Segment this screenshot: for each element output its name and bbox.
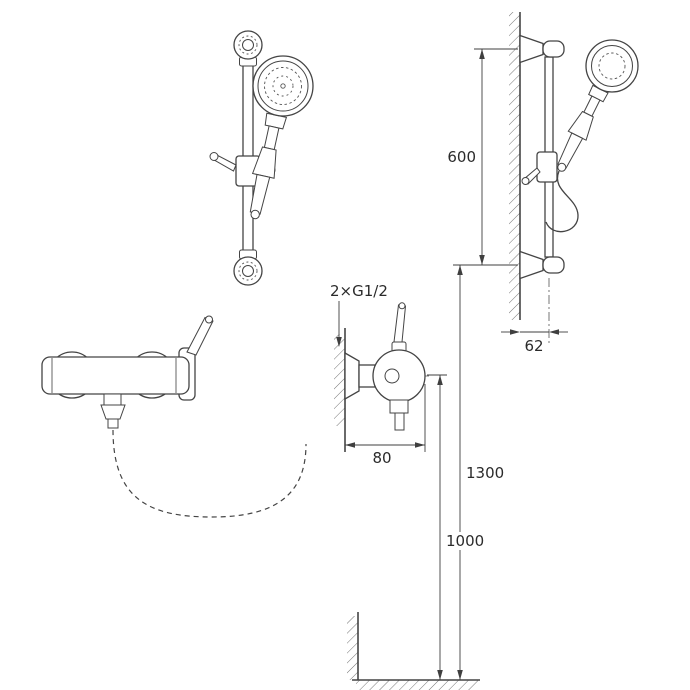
dim-1300-arrow-top: [457, 265, 463, 275]
dim-1000: 1000: [427, 374, 484, 680]
connection-leader-arrow: [336, 337, 342, 347]
mixer-side-lever: [393, 304, 407, 343]
mixer-lever-tip: [205, 315, 213, 324]
dim-1300-label: 1300: [466, 464, 504, 482]
dim-1000-arrow-bottom: [437, 670, 443, 680]
shower-head-spray-ring-outer: [264, 67, 302, 105]
mixer-outlet-nipple: [107, 418, 119, 429]
dim-1000-label-halo: [443, 532, 481, 550]
handle-cone-side: [567, 110, 594, 141]
dim-62-arrow-right: [549, 329, 559, 335]
shower-head-side-face: [591, 45, 633, 87]
dim-80-arrow-right: [415, 442, 425, 448]
dim-600-arrow-bottom: [479, 255, 485, 265]
mixer-side-lever-tip: [398, 302, 406, 310]
connection-callout: 2×G1/2: [330, 282, 388, 347]
floor-section: [347, 612, 480, 690]
dim-80-arrow-left: [345, 442, 355, 448]
handle-end-cap: [250, 209, 260, 220]
dim-600: 600: [447, 48, 518, 266]
handle-end-cap-side: [557, 162, 567, 172]
top-bracket-cap: [542, 40, 565, 58]
dim-80-label: 80: [372, 449, 391, 467]
dim-80: 80: [345, 384, 426, 467]
mixer-outlet: [103, 393, 122, 406]
top-bracket-cone: [519, 34, 544, 64]
mixer-outlet-cone: [100, 404, 126, 420]
shower-head-side-rim: [585, 39, 639, 93]
dim-1300-arrow-bottom: [457, 670, 463, 680]
mixer-front-view: [41, 315, 307, 518]
mixer-lever: [186, 316, 214, 356]
rail-bottom-flange-hub: [242, 265, 254, 277]
dim-1000-arrow-top: [437, 375, 443, 385]
rail-bottom-flange-ring: [238, 261, 258, 281]
dim-62-label: 62: [524, 337, 543, 355]
mixer-side-valve-detail: [384, 368, 400, 384]
connection-label: 2×G1/2: [330, 282, 388, 300]
mixer-side-nipple: [394, 412, 405, 431]
hand-shower-side-view: [545, 39, 639, 233]
slider-lever-knob: [209, 152, 219, 161]
rail-top-flange-ring: [238, 35, 258, 55]
dim-1000-label: 1000: [446, 532, 484, 550]
floor-wall-hatch: [347, 616, 358, 680]
slider-side: [536, 151, 558, 183]
mixer-side-outlet: [389, 399, 409, 414]
hand-shower-front-view: [249, 55, 314, 220]
mixer-hose-route-dashed: [112, 429, 307, 518]
dim-600-arrow-top: [479, 49, 485, 59]
wall-hatch: [509, 12, 520, 320]
slider-side-knob: [521, 177, 530, 185]
dim-1300: 1300: [457, 265, 504, 680]
handle-grip: [249, 173, 271, 215]
handle-neck: [263, 125, 280, 151]
bottom-bracket-cap: [542, 256, 565, 274]
handle-cone: [251, 146, 277, 179]
dim-62-arrow-left: [510, 329, 520, 335]
mixer-wall-hatch: [334, 334, 345, 426]
mixer-side-view: [334, 302, 432, 452]
rail-top-flange-hub: [242, 39, 254, 51]
shower-head-center: [280, 83, 286, 89]
shower-head-rim: [252, 55, 314, 117]
mixer-body: [41, 356, 190, 395]
bottom-bracket-cone: [519, 250, 544, 280]
mixer-side-escutcheon: [344, 351, 360, 401]
wall-section-side: [509, 12, 521, 320]
dim-62: 62: [501, 329, 568, 355]
shower-head-side-ring: [598, 52, 626, 80]
rail-side-view: [519, 34, 565, 346]
floor-hatch: [356, 680, 478, 690]
shower-head-spray-ring-inner: [272, 75, 294, 97]
shower-hose: [545, 170, 579, 233]
dim-600-label: 600: [447, 148, 476, 166]
shower-head-face: [257, 60, 309, 112]
